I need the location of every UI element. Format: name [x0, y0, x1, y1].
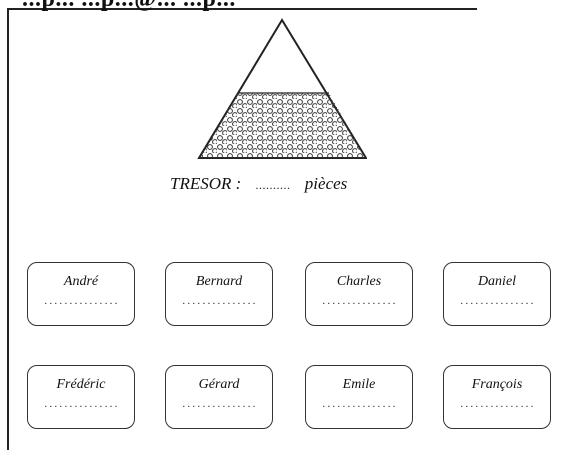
treasure-blank: ..........	[255, 178, 291, 192]
card-blank: ...............	[321, 400, 397, 409]
card-name: Emile	[342, 377, 376, 392]
card-blank: ...............	[43, 400, 119, 409]
page-frame-left	[7, 8, 9, 450]
card-name: Daniel	[477, 274, 517, 289]
treasure-pyramid-icon	[197, 18, 367, 159]
page-frame-top	[7, 8, 477, 10]
card-name: François	[471, 377, 523, 392]
card-name: Bernard	[195, 274, 243, 289]
card-charles: Charles ...............	[305, 262, 413, 326]
card-blank: ...............	[459, 297, 535, 306]
card-blank: ...............	[321, 297, 397, 306]
card-name: Gérard	[198, 377, 240, 392]
card-emile: Emile ...............	[305, 365, 413, 429]
clipped-header-text: ...p... ...p...@... ...p...	[22, 0, 236, 13]
card-name: Frédéric	[56, 377, 106, 392]
card-andre: André ...............	[27, 262, 135, 326]
card-gerard: Gérard ...............	[165, 365, 273, 429]
card-blank: ...............	[43, 297, 119, 306]
treasure-line: TRESOR : .......... pièces	[170, 174, 347, 194]
card-name: André	[63, 274, 99, 289]
card-blank: ...............	[181, 400, 257, 409]
treasure-label: TRESOR :	[170, 174, 242, 193]
treasure-unit: pièces	[304, 174, 348, 193]
card-blank: ...............	[459, 400, 535, 409]
card-daniel: Daniel ...............	[443, 262, 551, 326]
card-francois: François ...............	[443, 365, 551, 429]
card-name: Charles	[336, 274, 382, 289]
card-bernard: Bernard ...............	[165, 262, 273, 326]
card-blank: ...............	[181, 297, 257, 306]
card-frederic: Frédéric ...............	[27, 365, 135, 429]
